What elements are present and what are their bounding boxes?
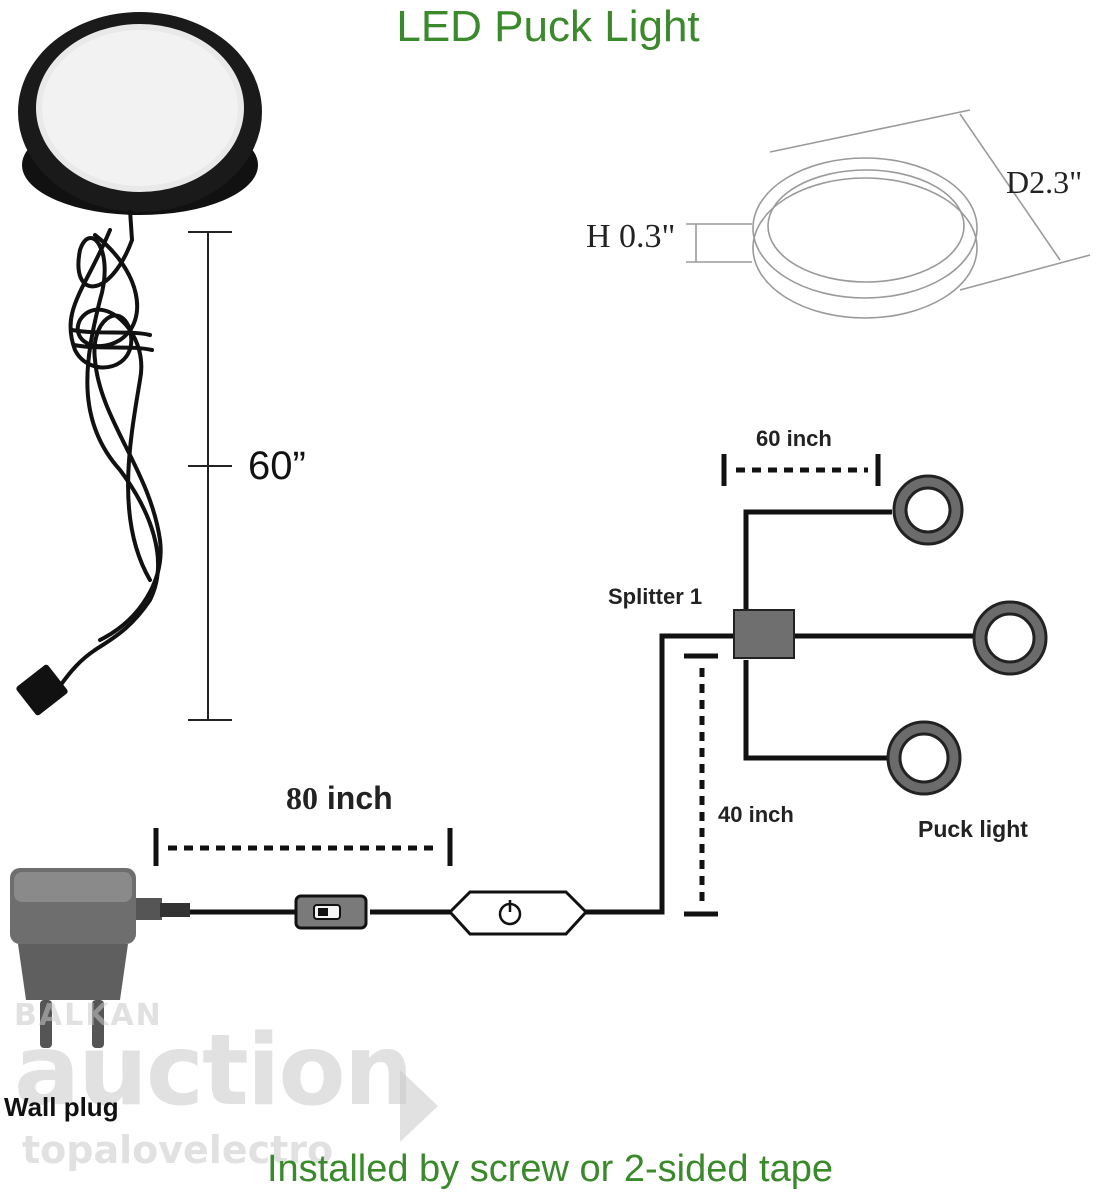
coiled-cable	[58, 228, 163, 688]
splitter-box	[733, 609, 795, 659]
watermark-play-icon	[400, 1070, 438, 1142]
cable-connector	[16, 664, 68, 716]
diameter-dimension-label: D2.3"	[1006, 164, 1083, 200]
watermark-line2: auction	[14, 1014, 414, 1128]
page-title: LED Puck Light	[396, 2, 700, 51]
puck-light-rings	[886, 474, 1048, 796]
vertical-length-label: 40 inch	[718, 802, 794, 827]
plug-cable-length-dimension	[153, 828, 453, 866]
cable-length-dimension	[188, 231, 232, 721]
plug-cable-length-label: 80 inch	[286, 780, 393, 817]
touch-dimmer	[447, 890, 589, 936]
puck-light-photo	[18, 12, 262, 241]
wall-plug-adapter	[10, 868, 190, 1048]
wall-plug-label: Wall plug	[4, 1092, 119, 1122]
watermark-line3: topalovelectro	[22, 1128, 334, 1172]
puck-dimension-sketch	[686, 109, 1091, 319]
inline-switch	[294, 894, 368, 930]
cable-length-label: 60”	[248, 444, 306, 488]
vertical-length-dimension	[684, 653, 718, 917]
branch-length-label: 60 inch	[756, 426, 832, 451]
plug-cable-length-unit: inch	[326, 780, 393, 816]
splitter-label: Splitter 1	[608, 584, 703, 609]
plug-cable-length-number: 80	[286, 780, 318, 816]
puck-light-label: Puck light	[918, 816, 1028, 842]
wiring-schematic	[134, 509, 975, 915]
height-dimension-label: H 0.3"	[586, 218, 676, 255]
footer-caption: Installed by screw or 2-sided tape	[266, 1148, 834, 1190]
watermark-line1: BALKAN	[14, 998, 163, 1033]
branch-length-dimension	[721, 454, 881, 486]
